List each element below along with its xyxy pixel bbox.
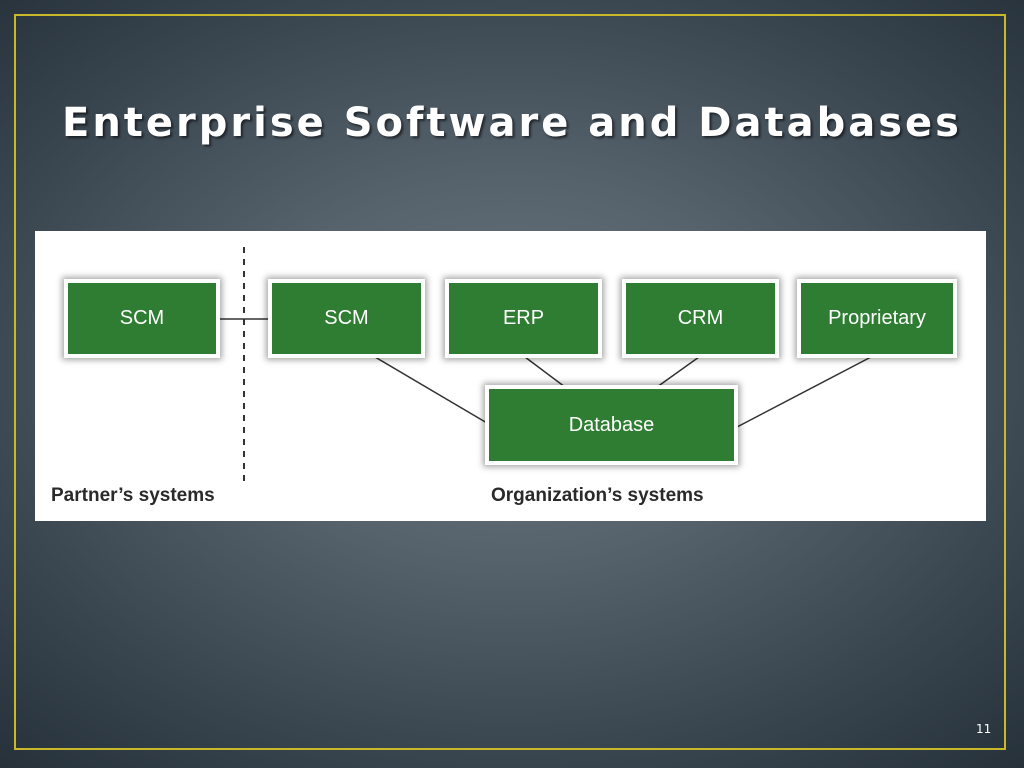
diagram-panel: SCM SCM ERP CRM Proprietary Database Par… — [35, 231, 986, 521]
link-crm-to-database — [656, 356, 700, 388]
link-scm-to-database — [374, 356, 488, 424]
slide-frame — [14, 14, 1006, 750]
partners-systems-label: Partner’s systems — [51, 485, 215, 506]
database-label: Database — [568, 413, 655, 436]
proprietary-box: Proprietary — [797, 279, 957, 358]
partner-scm-label: SCM — [119, 307, 165, 329]
crm-box: CRM — [622, 279, 779, 358]
erp-label: ERP — [502, 307, 545, 329]
link-erp-to-database — [524, 356, 566, 388]
page-number: 11 — [976, 722, 992, 736]
organizations-systems-label: Organization’s systems — [491, 485, 704, 506]
proprietary-label: Proprietary — [828, 307, 926, 329]
connector-lines — [219, 247, 872, 487]
slide-title: Enterprise Software and Databases — [62, 100, 962, 146]
erp-box: ERP — [445, 279, 602, 358]
database-box: Database — [485, 385, 738, 465]
org-scm-label: SCM — [324, 307, 369, 329]
org-scm-box: SCM — [268, 279, 425, 358]
crm-label: CRM — [677, 307, 724, 329]
partner-scm-box: SCM — [64, 279, 220, 358]
link-proprietary-to-database — [736, 356, 872, 428]
